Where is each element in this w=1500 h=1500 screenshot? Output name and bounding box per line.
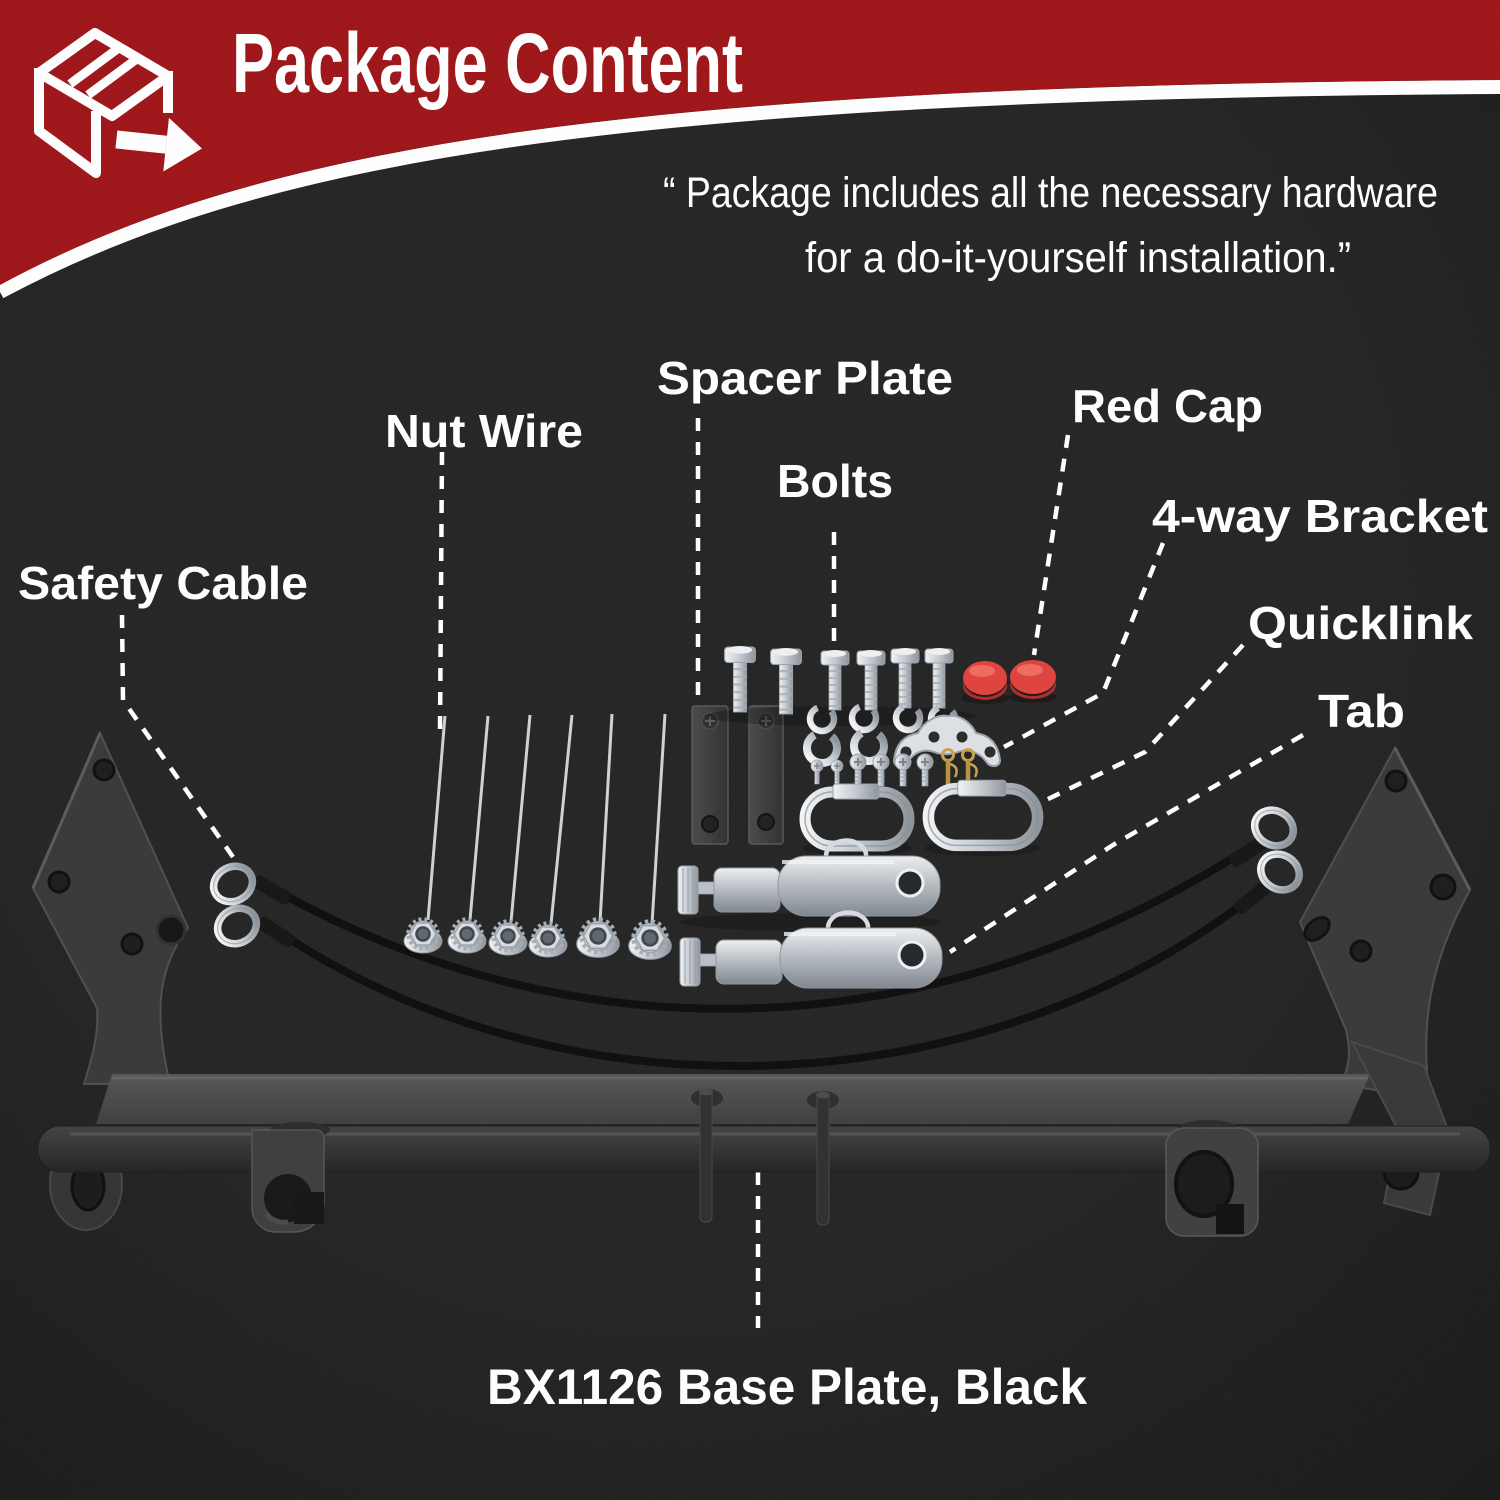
package-content-infographic: Package Content “ Package includes all t… — [0, 0, 1500, 1500]
infographic-canvas: Package Content “ Package includes all t… — [0, 0, 1500, 1500]
noise-texture — [0, 0, 1500, 1500]
